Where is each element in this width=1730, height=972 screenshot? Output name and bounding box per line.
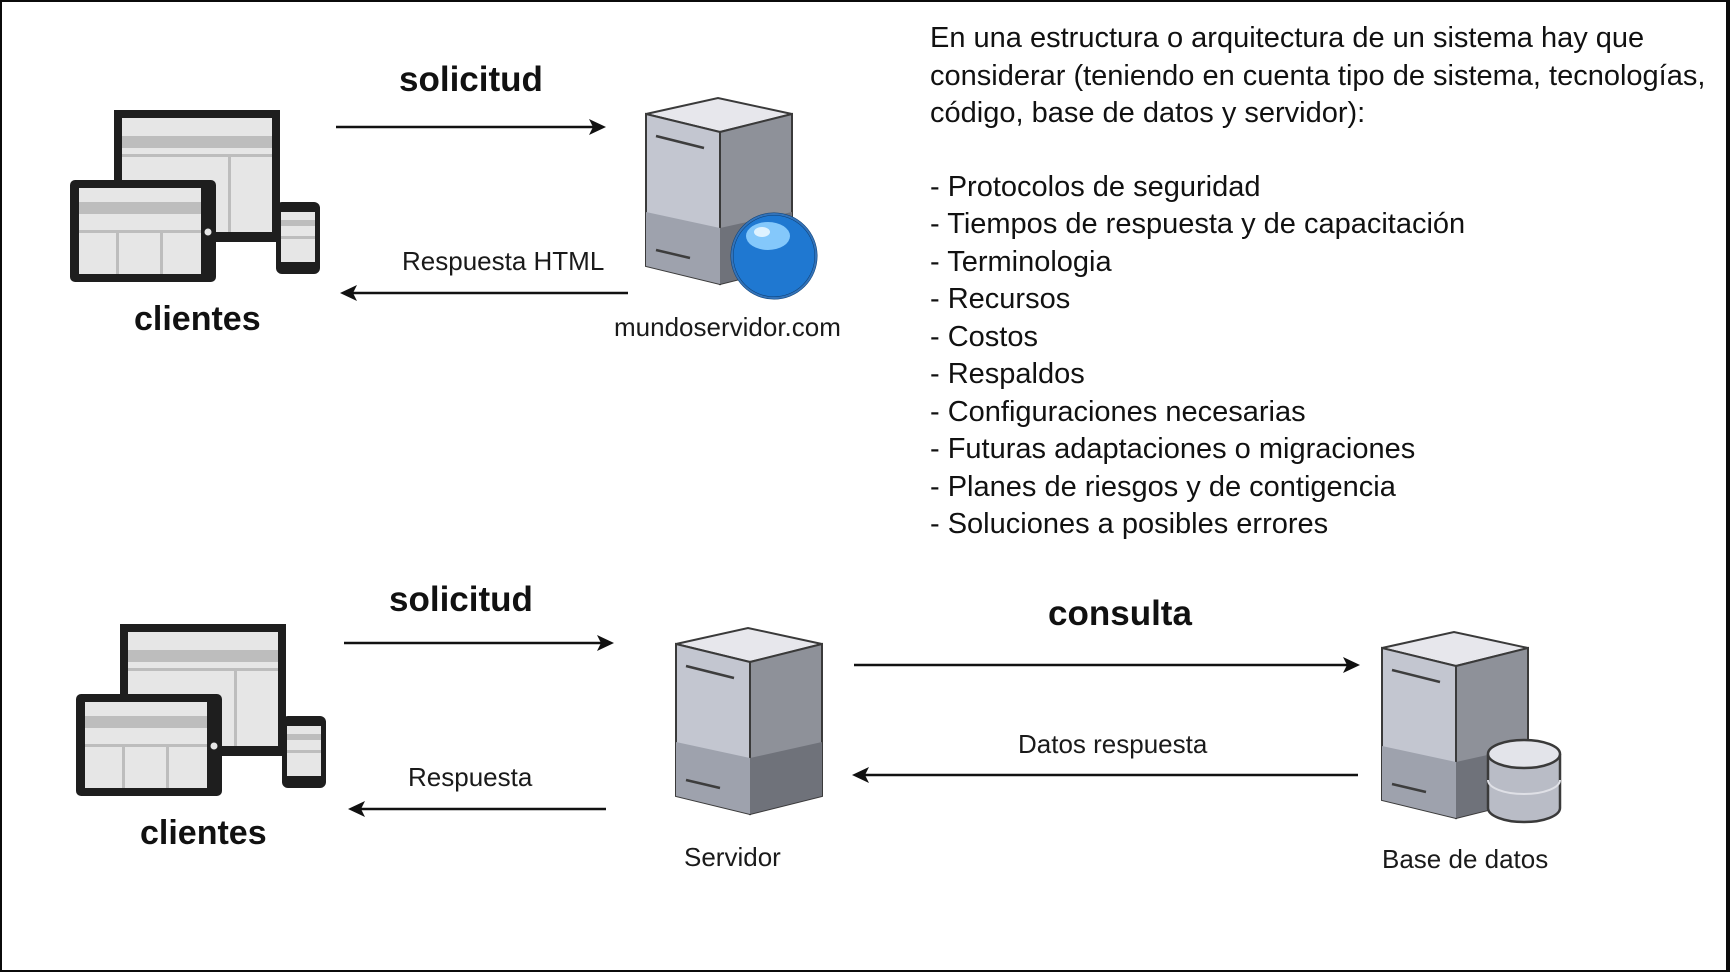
list-item: - Recursos <box>930 283 1071 315</box>
server-icon <box>675 626 823 816</box>
data-response-label: Datos respuesta <box>1018 729 1208 759</box>
web-server-icon <box>645 96 818 300</box>
list-item: - Futuras adaptaciones o migraciones <box>930 433 1416 465</box>
web-server-label: mundoservidor.com <box>614 312 841 342</box>
considerations-notes: En una estructura o arquitectura de un s… <box>930 20 1720 544</box>
query-label: consulta <box>1048 594 1192 633</box>
client-devices-icon <box>70 110 320 282</box>
notes-intro: En una estructura o arquitectura de un s… <box>930 22 1706 129</box>
data-response-arrow <box>852 767 1358 783</box>
request-arrow <box>336 119 606 135</box>
list-item: - Terminologia <box>930 245 1112 278</box>
server-label: Servidor <box>684 842 781 872</box>
request-label: solicitud <box>399 60 543 99</box>
list-item: - Configuraciones necesarias <box>930 395 1306 428</box>
query-arrow <box>854 657 1360 673</box>
client-devices-icon <box>76 624 326 796</box>
response-html-label: Respuesta HTML <box>402 246 605 276</box>
request-label: solicitud <box>389 580 533 619</box>
list-item: - Costos <box>930 320 1038 353</box>
response-label: Respuesta <box>408 762 533 792</box>
list-item: - Protocolos de seguridad <box>930 170 1261 203</box>
database-server-icon <box>1381 630 1562 824</box>
clients-label: clientes <box>134 300 261 338</box>
response-arrow <box>340 285 628 301</box>
request-arrow <box>344 635 614 651</box>
considerations-list: - Protocolos de seguridad - Tiempos de r… <box>930 169 1720 544</box>
list-item: - Tiempos de respuesta y de capacitación <box>930 208 1466 240</box>
database-label: Base de datos <box>1382 844 1549 874</box>
list-item: - Planes de riesgos y de contigencia <box>930 470 1396 503</box>
list-item: - Soluciones a posibles errores <box>930 508 1329 540</box>
clients-label: clientes <box>140 814 267 852</box>
list-item: - Respaldos <box>930 358 1085 390</box>
response-arrow <box>348 801 606 817</box>
